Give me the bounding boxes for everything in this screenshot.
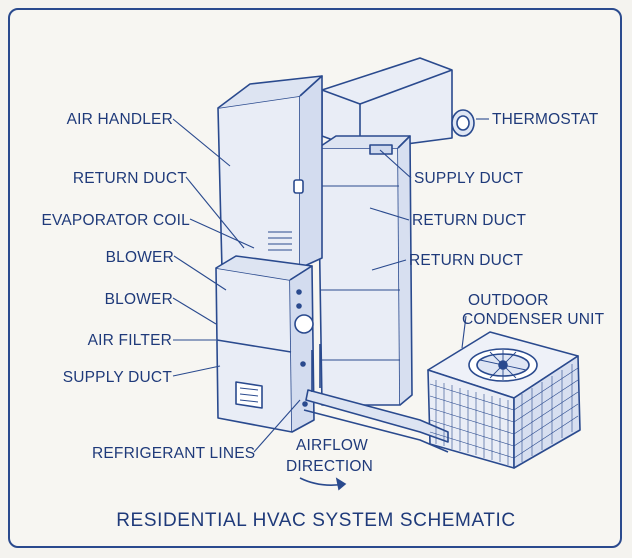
diagram-title: RESIDENTIAL HVAC SYSTEM SCHEMATIC bbox=[116, 510, 516, 531]
label-outdoor-line1: OUTDOOR bbox=[468, 292, 549, 309]
label-blower-1: BLOWER bbox=[105, 249, 174, 266]
label-supply-duct-right: SUPPLY DUCT bbox=[414, 170, 524, 187]
label-outdoor-line2: CONDENSER UNIT bbox=[462, 311, 605, 328]
label-return-duct-right-1: RETURN DUCT bbox=[412, 212, 527, 229]
label-blower-2: BLOWER bbox=[104, 291, 173, 308]
label-refrigerant-lines: REFRIGERANT LINES bbox=[92, 445, 256, 462]
label-evaporator-coil: EVAPORATOR COIL bbox=[41, 212, 190, 229]
condenser-grille bbox=[429, 364, 579, 465]
label-air-handler: AIR HANDLER bbox=[66, 111, 173, 128]
refrigerant-lines bbox=[305, 389, 449, 443]
vertical-duct bbox=[317, 147, 401, 406]
label-air-filter: AIR FILTER bbox=[87, 332, 172, 349]
label-supply-duct-left: SUPPLY DUCT bbox=[62, 369, 172, 386]
airflow-arrow-icon bbox=[299, 477, 347, 491]
label-thermostat: THERMOSTAT bbox=[492, 111, 599, 128]
label-return-duct-right-2: RETURN DUCT bbox=[409, 252, 524, 269]
label-airflow-line2: DIRECTION bbox=[286, 458, 374, 475]
label-airflow-line1: AIRFLOW bbox=[296, 437, 369, 454]
label-return-duct-left: RETURN DUCT bbox=[72, 170, 187, 187]
